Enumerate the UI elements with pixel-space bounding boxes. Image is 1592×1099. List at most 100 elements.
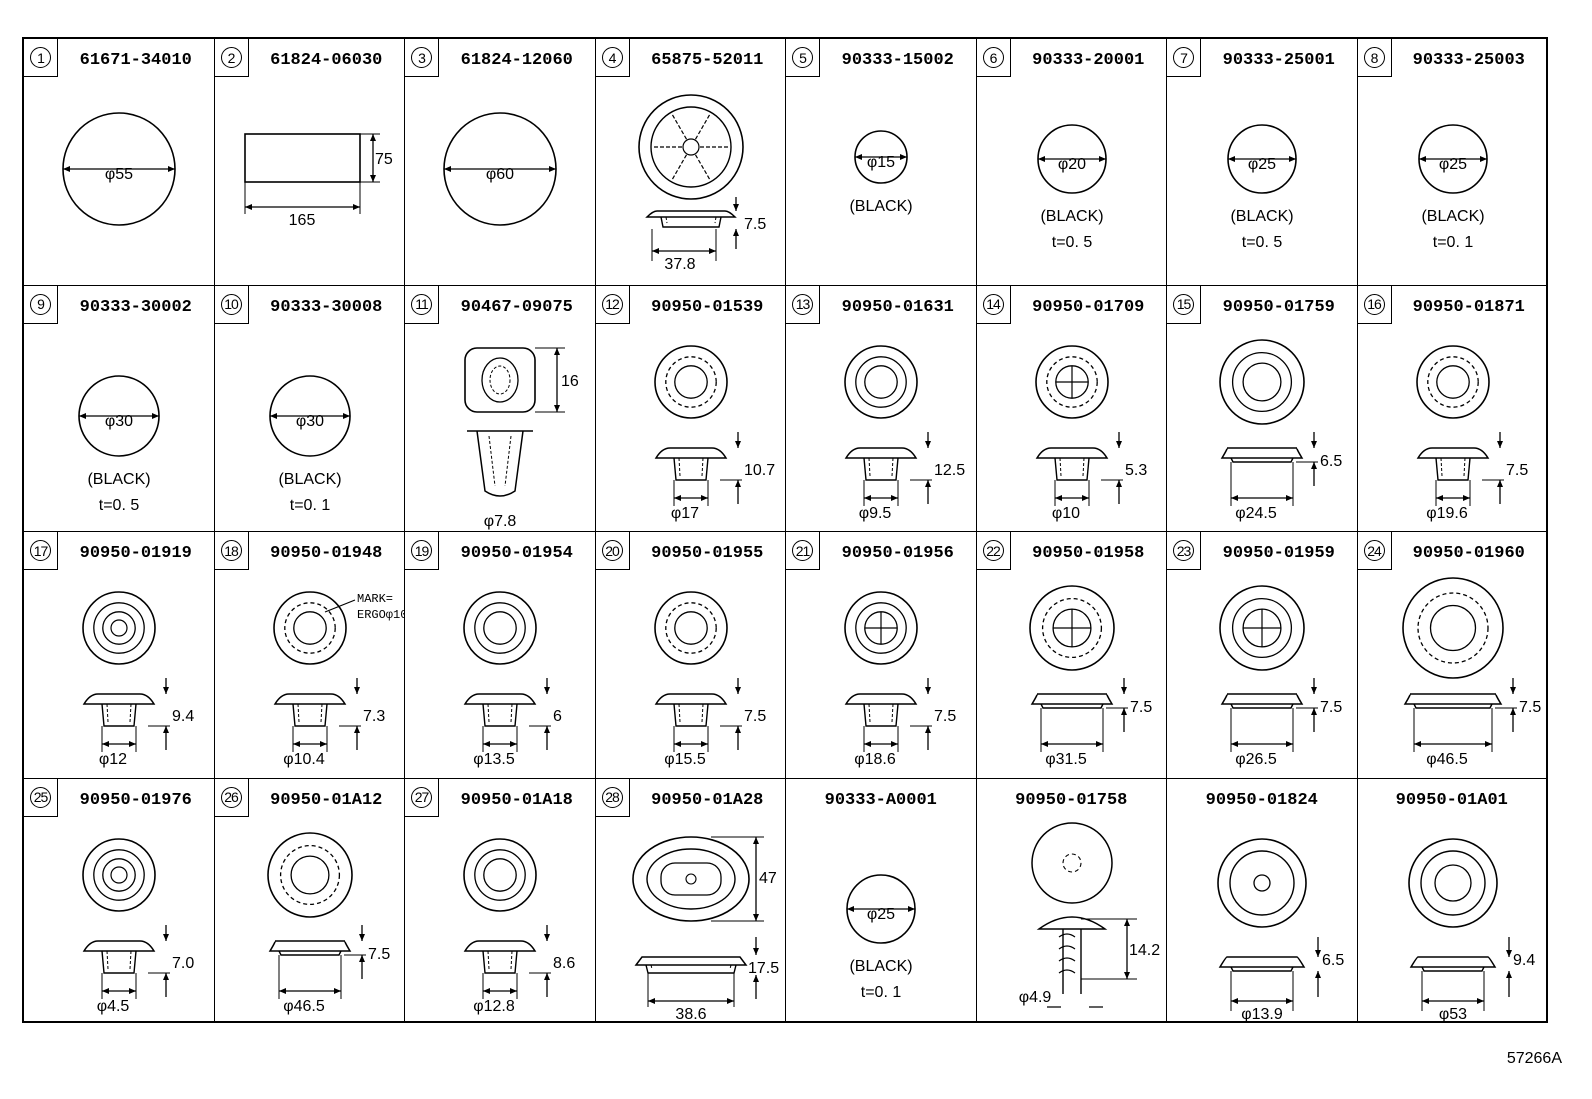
hidden-line [868,457,894,476]
dimension-label: 6 [553,708,562,725]
part-number: 90950-01758 [1015,790,1128,810]
dimension-label: φ60 [486,166,514,183]
dimension-label: 47 [759,870,777,887]
item-number-box: 10 [214,285,249,324]
outline-ring [1426,355,1479,408]
arrow-head [483,987,517,994]
dimension-label: φ46.5 [1426,751,1468,768]
item-number-box: 28 [595,778,630,817]
arrow-head [1120,687,1127,694]
part-number: 61824-06030 [270,51,383,70]
arrow-head [1231,494,1293,501]
outline-ring [649,106,732,188]
outline-ring [1028,585,1115,671]
flange-profile [1416,446,1489,459]
dimension-label: 8.6 [553,955,575,972]
item-number: 16 [1363,293,1385,315]
dimension-label: t=0. 1 [1432,234,1473,251]
dimension-label: φ10.4 [283,751,325,768]
shank-profile [1412,703,1493,709]
dimension-label: φ4.9 [1018,989,1051,1006]
arrow-head [1505,970,1512,978]
shank-profile [101,703,137,727]
item-number-box: 25 [24,778,58,817]
dimension-label: 7.5 [934,708,956,725]
dimension-label: (BLACK) [278,471,341,488]
part-number: 61671-34010 [79,51,192,70]
rivet-shank [1061,928,1082,994]
part-number: 90950-01958 [1032,544,1145,563]
item-number: 7 [1173,47,1194,68]
arrow-head [1228,156,1296,162]
item-number-box: 17 [24,532,58,570]
hidden-line [297,703,322,723]
item-number-box: 4 [595,39,630,77]
hidden-line [489,365,511,394]
outline-ring [1435,364,1470,399]
flange-profile [1409,955,1496,968]
arrow-head [1311,461,1317,469]
dimension-label: φ15.5 [664,751,706,768]
cross-rib [1052,609,1091,647]
dimension-label: φ25 [1248,156,1276,173]
dimension-label: 37.8 [664,256,695,273]
part-number: 90950-01A28 [651,790,764,810]
arrow-head [1123,918,1130,979]
item-number-box: 20 [595,532,630,570]
item-number: 28 [601,786,623,808]
leader-line [324,599,355,613]
flange-profile [844,446,918,459]
item-number-box: 22 [976,532,1011,570]
arrow-head [673,494,708,501]
dimension-label: t=0. 5 [1051,234,1092,251]
outline-ring [844,591,918,665]
item-number-box: 27 [405,778,439,817]
arrow-head [847,905,915,912]
arrow-head [1435,494,1470,501]
arrow-head [163,933,169,941]
outline-ring [1219,338,1305,425]
clip-hole [481,356,519,403]
outline-ring [844,344,918,419]
dimension-label: φ55 [105,166,133,183]
item-number-box: 7 [1167,39,1201,77]
item-number: 26 [220,786,242,808]
outline-ring [864,611,898,645]
part-drawing: φ25(BLACK)t=0. 1 [846,873,916,1001]
arrow-head [1115,479,1122,487]
dimension-label: 7.5 [368,946,390,963]
flange-profile [463,939,537,952]
dimension-label: (BLACK) [1040,208,1103,225]
outline-ring [664,355,717,408]
part-number: 90333-30002 [79,297,192,317]
dimension-label: (BLACK) [1421,208,1484,225]
shank-profile [482,703,518,727]
arrow-head [358,933,365,941]
item-number-box: 19 [405,532,439,570]
arrow-head [734,440,741,448]
dimension-label: φ12.8 [473,998,515,1015]
dimension-label: φ30 [105,413,133,430]
item-number-box: 1 [24,39,58,77]
arrow-head [1040,741,1103,747]
item-number: 4 [601,47,623,68]
dimension-label: φ25 [867,906,895,923]
item-number-box: 14 [976,285,1011,324]
flange-profile [268,939,351,952]
dimension-label: φ53 [1438,1006,1466,1023]
shank-profile [1420,966,1485,972]
part-number: 90333-15002 [841,51,954,70]
part-number: 90467-09075 [460,297,573,317]
dimension-label: φ4.5 [97,998,130,1015]
part-number: 90950-01956 [841,544,954,563]
part-drawing: 12.5φ9.5 [844,344,965,522]
arrow-head [925,726,931,733]
